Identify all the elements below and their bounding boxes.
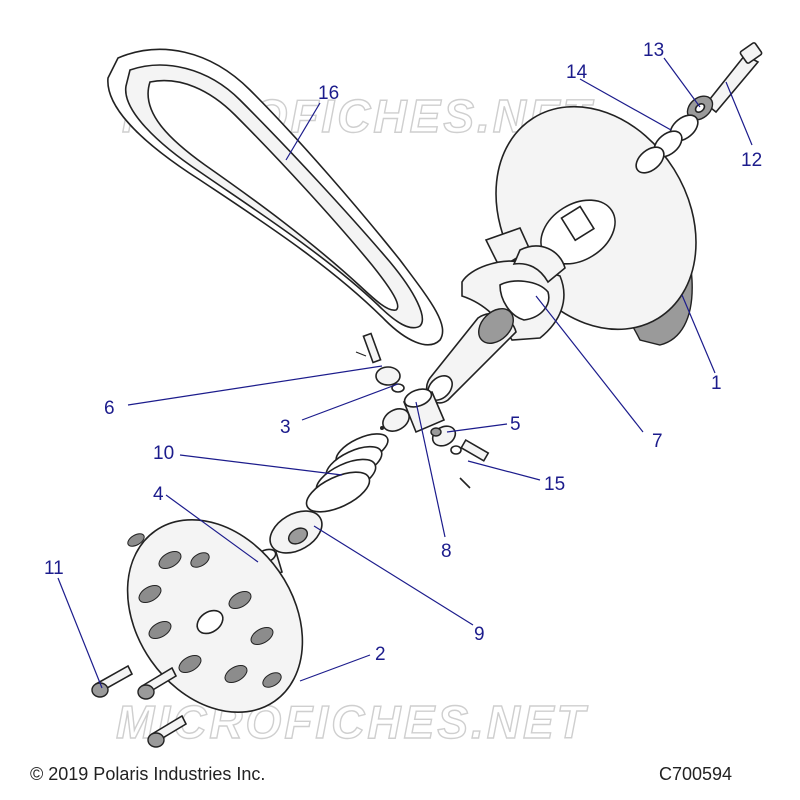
shaft-splined (425, 308, 517, 404)
callout-3: 3 (280, 417, 291, 438)
part-10-spring (305, 433, 389, 513)
part-9-spring-seat (269, 510, 323, 554)
callout-10: 10 (153, 443, 174, 464)
callout-4: 4 (153, 484, 164, 505)
callout-7: 7 (652, 431, 663, 452)
part-14-shims (635, 114, 699, 174)
part-12-bolt (704, 42, 763, 114)
part-2-fixed-sheave (126, 518, 304, 714)
callout-14: 14 (566, 62, 588, 83)
callout-8: 8 (441, 541, 452, 562)
callout-12: 12 (741, 150, 762, 171)
part-16-drive-belt (107, 48, 444, 346)
callout-1: 1 (711, 373, 722, 394)
part-8-bushing (402, 388, 446, 434)
part-11-bolts (91, 664, 188, 748)
callout-5: 5 (510, 414, 521, 435)
copyright-notice: © 2019 Polaris Industries Inc. (30, 764, 266, 784)
callout-6: 6 (104, 398, 115, 419)
part-13-washer (686, 95, 714, 121)
part-6-pin-roller (355, 332, 405, 393)
callout-9: 9 (474, 624, 485, 645)
callout-11: 11 (44, 558, 64, 579)
callout-15: 15 (544, 474, 565, 495)
watermark-bottom: MICROFICHES.NET (116, 696, 589, 748)
callout-2: 2 (375, 644, 386, 665)
callout-13: 13 (643, 40, 664, 61)
callout-16: 16 (318, 83, 339, 104)
part-15-pin (450, 438, 490, 489)
callout-labels: 1 2 3 4 5 6 7 8 9 10 11 12 13 14 15 16 (44, 40, 762, 665)
leader-lines (57, 57, 753, 689)
part-7-cam-assembly (461, 227, 566, 341)
drawing-code: C700594 (659, 764, 733, 784)
